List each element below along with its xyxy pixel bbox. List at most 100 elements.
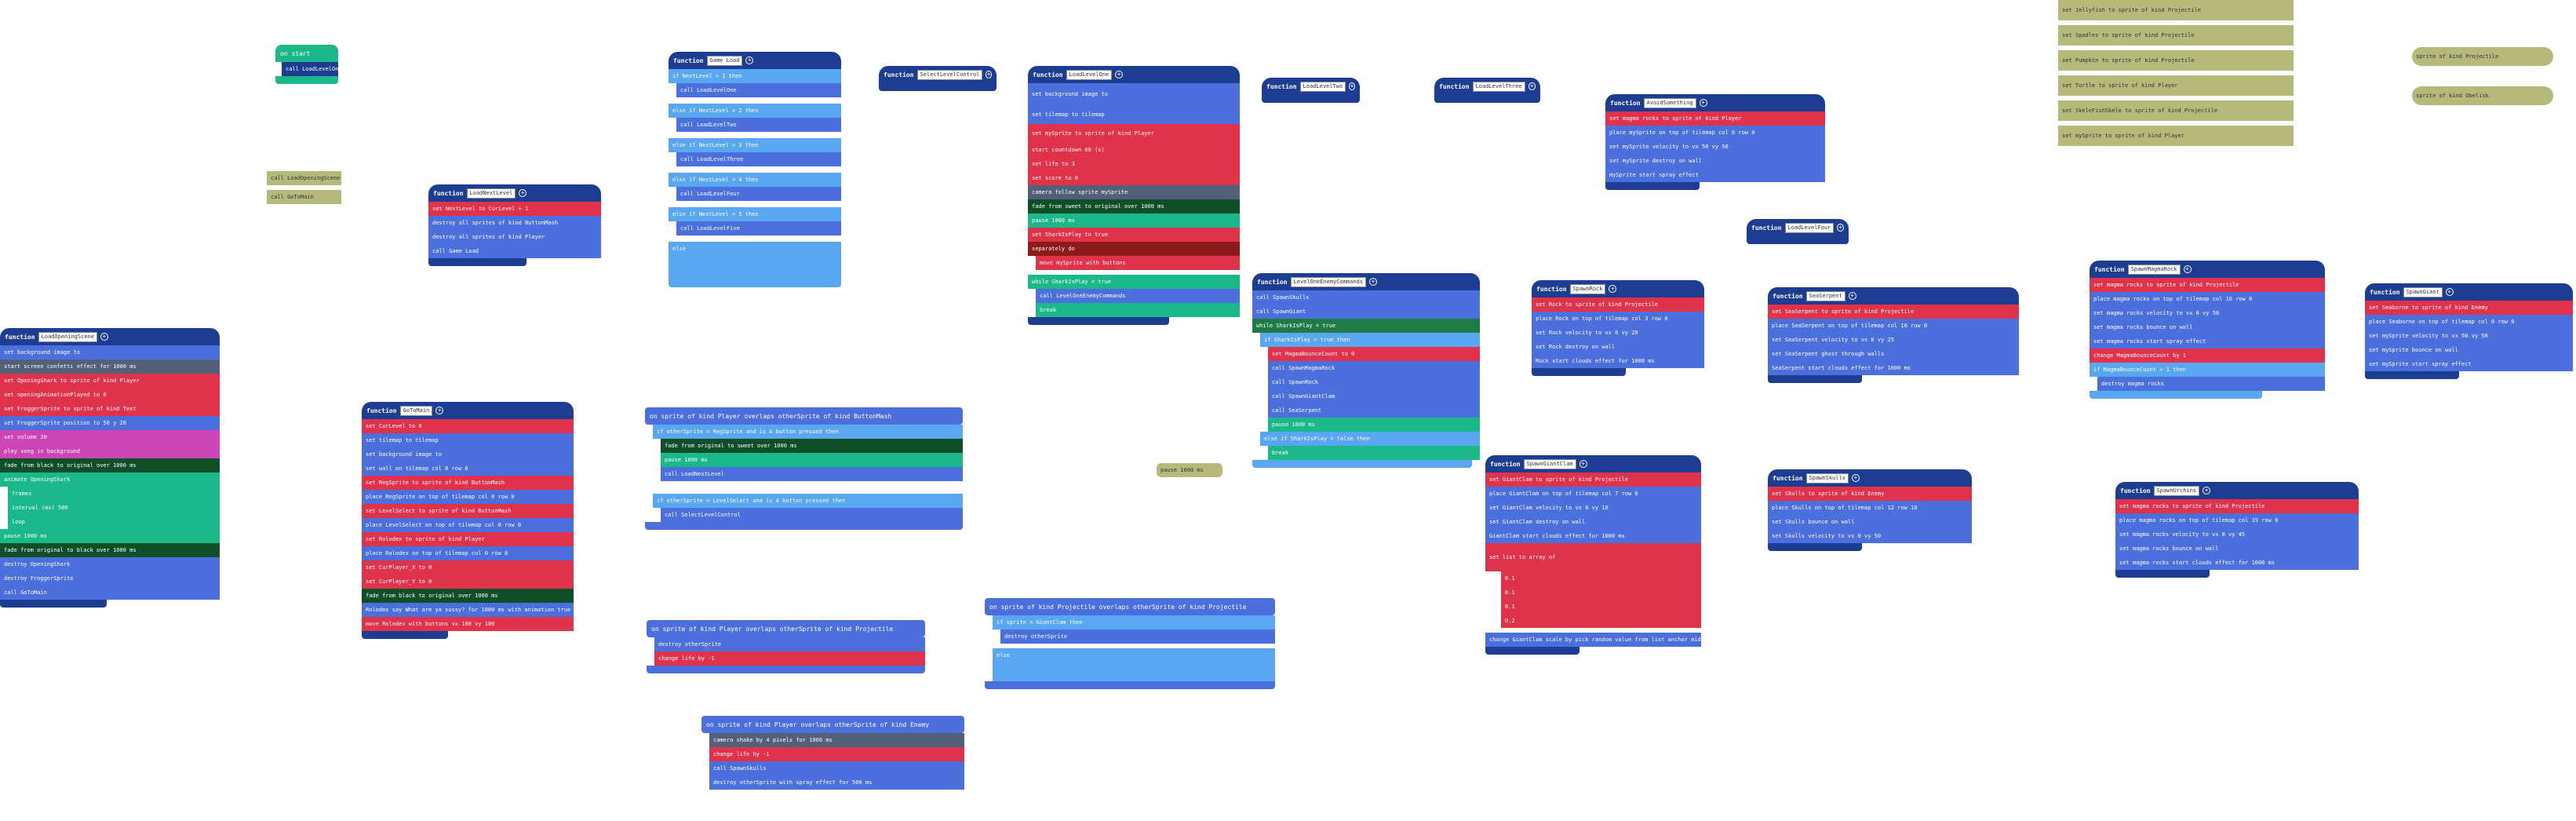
list-item[interactable]: 0.2	[1501, 614, 1701, 628]
block[interactable]: destroy otherSprite with spray effect fo…	[709, 775, 964, 790]
block[interactable]: set mySprite velocity to vx 50 vy 50	[1605, 140, 1825, 154]
block[interactable]: set mySprite bounce on wall	[2365, 343, 2573, 357]
block[interactable]: set MagmaBounceCount to 0	[1268, 347, 1480, 361]
block[interactable]: set magma rocks to sprite of kind Projec…	[2090, 278, 2325, 292]
add-param-icon[interactable]: +	[1369, 278, 1378, 286]
block[interactable]: move Rolodex with buttons vx 100 vy 100	[362, 617, 574, 631]
block[interactable]: set FroggerSprite to sprite of kind Text	[0, 402, 220, 416]
block[interactable]: set Skulls velocity to vx 0 vy 50	[1768, 529, 1972, 543]
block[interactable]: place Rolodex on top of tilemap col 0 ro…	[362, 546, 574, 560]
block[interactable]: change GiantClam scale by pick random va…	[1485, 633, 1711, 647]
add-param-icon[interactable]: +	[1837, 224, 1844, 232]
block[interactable]: set volume 20	[0, 430, 220, 444]
block[interactable]: else if SharkIsPlay = false then	[1260, 432, 1480, 446]
function-name[interactable]: LevelOneEnemyCommands	[1290, 276, 1367, 287]
block[interactable]: set score to 0	[1028, 171, 1240, 185]
block[interactable]: interval (ms) 500	[8, 501, 220, 515]
event-overlap-enemy[interactable]: on sprite of kind Player overlaps otherS…	[701, 716, 964, 790]
block[interactable]: destroy otherSprite	[654, 637, 925, 651]
block[interactable]: else if NextLevel = 4 then	[669, 173, 841, 187]
block[interactable]: sprite of kind Obelisk	[2412, 86, 2553, 105]
block[interactable]: change life by -1	[709, 747, 964, 761]
block[interactable]: set magma rocks velocity to vx 0 vy 50	[2090, 306, 2325, 320]
block[interactable]: change life by -1	[654, 651, 925, 666]
block[interactable]: set magma rocks velocity to vx 0 vy 45	[2115, 527, 2359, 542]
block[interactable]: pause 1000 ms	[1268, 418, 1480, 432]
disabled-call-opening[interactable]: call LoadOpeningScene	[267, 171, 341, 185]
add-param-icon[interactable]: +	[435, 407, 444, 414]
block[interactable]: camera follow sprite mySprite	[1028, 185, 1240, 199]
block[interactable]: call SpawnGiant	[1252, 305, 1480, 319]
block[interactable]: Rolodex say What are ya sussy? for 1000 …	[362, 603, 574, 617]
block[interactable]: call LoadNextLevel	[661, 467, 963, 481]
block[interactable]: set NextLevel to CurLevel + 1	[428, 202, 601, 216]
block[interactable]: call SeaSerpent	[1268, 403, 1480, 418]
block[interactable]: set Seaborne to sprite of kind Enemy	[2365, 301, 2573, 315]
block[interactable]: if SharkIsPlay = true then	[1260, 333, 1480, 347]
disabled-call-stack[interactable]: call LoadOpeningScene call GoToMain	[267, 171, 341, 204]
function-hat[interactable]: function LoadLevelFour +	[1747, 219, 1849, 236]
block[interactable]: set GiantClam to sprite of kind Projecti…	[1485, 473, 1701, 487]
block[interactable]: frames	[8, 487, 220, 501]
block[interactable]: set wall on tilemap col 0 row 0	[362, 462, 574, 476]
block[interactable]: set mySprite start spray effect	[2365, 357, 2573, 371]
block[interactable]: if sprite = GiantClam then	[993, 615, 1275, 629]
block[interactable]: call SpawnMagmaRock	[1268, 361, 1480, 375]
block[interactable]: place magma rocks on top of tilemap col …	[2115, 513, 2359, 527]
block[interactable]: set mySprite velocity to vx 50 vy 50	[2365, 329, 2573, 343]
block[interactable]: destroy all sprites of kind Player	[428, 230, 601, 244]
list-item[interactable]: 0.1	[1501, 571, 1701, 586]
block[interactable]: call LoadLevelThree	[676, 152, 841, 166]
block[interactable]: set openingAnimationPlayed to 0	[0, 388, 220, 402]
block[interactable]: destroy OpeningShark	[0, 557, 220, 571]
function-seaserpent[interactable]: function SeaSerpent + set SeaSerpent to …	[1768, 287, 2019, 383]
block[interactable]: place magma rocks on top of tilemap col …	[2090, 292, 2325, 306]
block[interactable]: call SpawnSkulls	[1252, 290, 1480, 305]
function-name[interactable]: LoadOpeningScene	[38, 331, 97, 342]
add-param-icon[interactable]: +	[2183, 265, 2192, 273]
function-name[interactable]: SpawnGiant	[2403, 286, 2443, 297]
block[interactable]: pause 1000 ms	[661, 453, 963, 467]
block[interactable]: play song in background	[0, 444, 220, 458]
function-spawngiant[interactable]: function SpawnGiant + set Seaborne to sp…	[2365, 283, 2573, 379]
block[interactable]: set life to 3	[1028, 157, 1240, 171]
block[interactable]: mySprite start spray effect	[1605, 168, 1825, 182]
block[interactable]: GiantClam start clouds effect for 1000 m…	[1485, 529, 1701, 543]
block[interactable]: call LoadLevelOne	[676, 83, 841, 97]
block[interactable]: place Seaborne on top of tilemap col 0 r…	[2365, 315, 2573, 329]
block[interactable]: call LevelOneEnemyCommands	[1036, 289, 1240, 303]
function-name[interactable]: SpawnUrchins	[2153, 485, 2200, 496]
block[interactable]: set Rock destroy on wall	[1532, 340, 1704, 354]
disabled-sprite-reporters[interactable]: sprite of kind Projectile sprite of kind…	[2412, 47, 2553, 105]
function-hat[interactable]: function LoadLevelOne +	[1028, 66, 1240, 83]
block[interactable]: set Rock velocity to vx 0 vy 20	[1532, 326, 1704, 340]
block[interactable]: if otherSprite = RegSprite and is A butt…	[653, 425, 963, 439]
block[interactable]: set CurLevel to 0	[362, 419, 574, 433]
block[interactable]: set SeaSerpent ghost through walls	[1768, 347, 2019, 361]
block[interactable]: set list to array of	[1485, 543, 1701, 571]
add-param-icon[interactable]: +	[1609, 285, 1617, 293]
add-param-icon[interactable]: +	[1699, 99, 1707, 107]
function-loadlevelone[interactable]: function LoadLevelOne + set background i…	[1028, 66, 1240, 325]
block[interactable]: destroy FroggerSprite	[0, 571, 220, 586]
function-hat[interactable]: function LoadNextLevel +	[428, 184, 601, 202]
function-hat[interactable]: function Game Load +	[669, 52, 841, 69]
function-name[interactable]: LoadLevelOne	[1066, 69, 1113, 80]
block[interactable]: set mySprite destroy on wall	[1605, 154, 1825, 168]
event-overlap-buttonmash[interactable]: on sprite of kind Player overlaps otherS…	[645, 407, 963, 530]
block[interactable]: else	[993, 648, 1275, 662]
block[interactable]: animate OpeningShark	[0, 473, 220, 487]
block[interactable]: destroy all sprites of kind ButtonMash	[428, 216, 601, 230]
function-hat[interactable]: function SelectLevelControl +	[879, 66, 997, 83]
function-name[interactable]: LoadLevelTwo	[1299, 81, 1346, 92]
call-block[interactable]: call LoadLevelOne	[282, 62, 342, 76]
block[interactable]: set magma rocks bounce on wall	[2090, 320, 2325, 334]
add-param-icon[interactable]: +	[100, 333, 108, 341]
function-loadlevelthree[interactable]: function LoadLevelThree +	[1434, 78, 1540, 103]
block[interactable]: SeaSerpent start clouds effect for 1000 …	[1768, 361, 2019, 375]
function-name[interactable]: SeaSerpent	[1805, 290, 1845, 301]
add-param-icon[interactable]: +	[1848, 292, 1856, 300]
block[interactable]: place GiantClam on top of tilemap col 7 …	[1485, 487, 1701, 501]
block[interactable]: set Spadles to sprite of kind Projectile	[2058, 25, 2294, 46]
block[interactable]: set CurPlayer_X to 0	[362, 560, 574, 575]
